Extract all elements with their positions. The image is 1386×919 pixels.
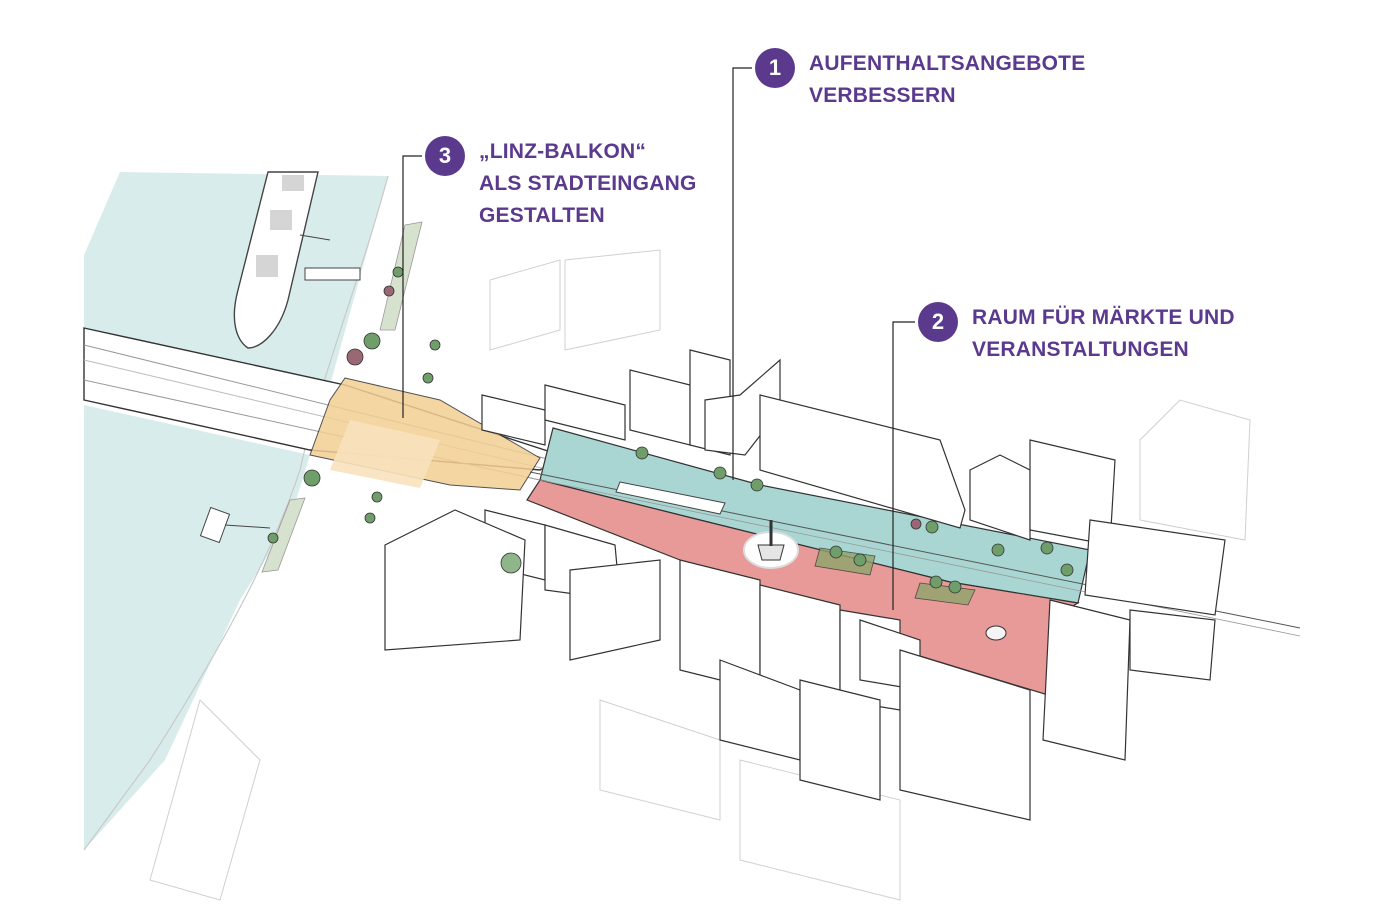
- callout-number-badge: 3: [425, 136, 465, 176]
- callout-markets: 2 RAUM FÜR MÄRKTE UND VERANSTALTUNGEN: [918, 302, 1235, 366]
- callout-line: RAUM FÜR MÄRKTE UND: [972, 306, 1235, 329]
- leader-lines: [402, 67, 915, 610]
- pier: [199, 506, 271, 544]
- small-fountain: [985, 625, 1007, 641]
- callout-number-badge: 1: [755, 48, 795, 88]
- buildings-south: [384, 509, 1031, 821]
- callout-line: AUFENTHALTSANGEBOTE: [809, 52, 1086, 75]
- buildings-north: [481, 349, 1226, 761]
- river-upper: [84, 172, 388, 385]
- callout-number-badge: 2: [918, 302, 958, 342]
- callout-line: VERBESSERN: [809, 84, 956, 107]
- callout-label: „LINZ-BALKON“ ALS STADTEINGANG GESTALTEN: [479, 136, 696, 232]
- callout-seating: 1 AUFENTHALTSANGEBOTE VERBESSERN: [755, 48, 1085, 112]
- callout-label: AUFENTHALTSANGEBOTE VERBESSERN: [809, 48, 1085, 112]
- callout-line: „LINZ-BALKON“: [479, 140, 647, 163]
- promenade-lower: [261, 497, 306, 573]
- trees-green: [267, 266, 1074, 594]
- callout-line: VERANSTALTUNGEN: [972, 338, 1189, 361]
- callout-line: ALS STADTEINGANG: [479, 172, 697, 195]
- river-lower: [84, 405, 310, 850]
- trees-red: [346, 285, 922, 530]
- callout-label: RAUM FÜR MÄRKTE UND VERANSTALTUNGEN: [972, 302, 1235, 366]
- tram: [615, 481, 726, 515]
- zone-linz-balkon-light: [330, 420, 440, 488]
- callout-line: GESTALTEN: [479, 204, 605, 227]
- callout-linz-balkon: 3 „LINZ-BALKON“ ALS STADTEINGANG GESTALT…: [425, 136, 696, 232]
- monument: [743, 520, 799, 569]
- ship: [233, 171, 361, 349]
